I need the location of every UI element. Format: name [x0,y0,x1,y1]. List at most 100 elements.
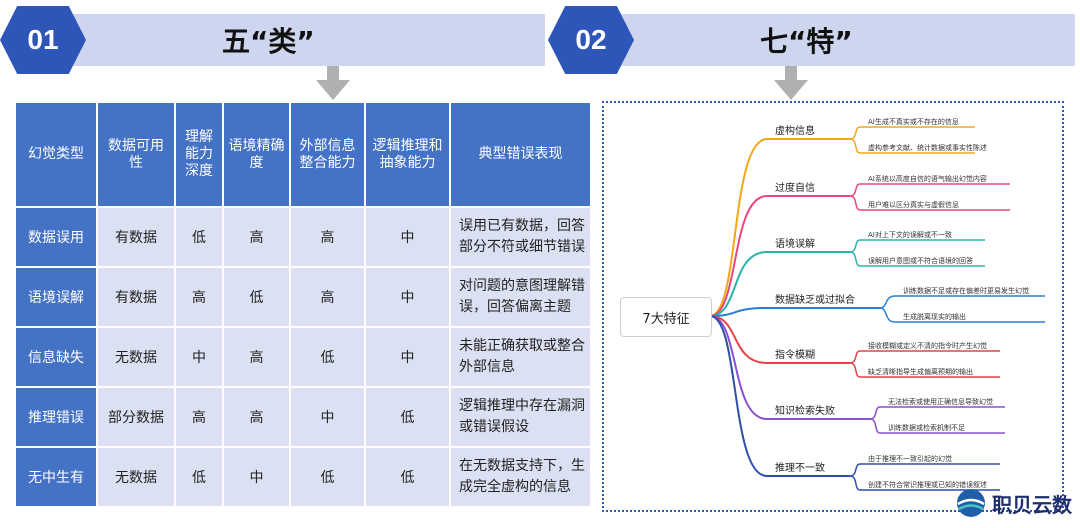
mindmap-leaf-label: 误解用户意图或不符合语境的回答 [868,256,973,265]
table-row: 数据误用 有数据 低 高 高 中 误用已有数据，回答部分不符或细节错误 [14,206,592,268]
table-cell: 高 [174,266,224,328]
table-cell: 低 [364,386,451,448]
table-cell: 低 [174,206,224,268]
brand-logo: 职贝云数 [954,488,1072,518]
logo-text: 职贝云数 [992,492,1072,517]
mindmap-leaf-connector [849,126,861,140]
mindmap-leaf-connector [849,138,861,154]
mindmap-leaf-label: 用户难以区分真实与虚假信息 [868,200,959,209]
section1-header-bar [40,14,545,66]
error-description-cell: 未能正确获取或整合外部信息 [449,326,592,388]
hallucination-type-table: 幻觉类型 数据可用性 理解能力深度 语境精确度 外部信息整合能力 逻辑推理和抽象… [14,101,592,508]
header-reasoning: 逻辑推理和抽象能力 [364,101,451,208]
section2-number-badge: 02 [548,6,634,74]
mindmap-leaf-label: 生成脱离现实的输出 [903,312,966,321]
table-row: 无中生有 无数据 低 中 低 低 在无数据支持下，生成完全虚构的信息 [14,446,592,508]
mindmap-branch-label: 指令模糊 [775,348,815,361]
header-data-availability: 数据可用性 [96,101,176,208]
mindmap-branch-line [709,307,768,317]
mindmap-leaf-connector [849,350,861,364]
mindmap-leaf-connector [849,239,861,253]
error-description-cell: 对问题的意图理解错误，回答偏离主题 [449,266,592,328]
mindmap-branch-line [709,251,768,317]
mindmap-branch-label: 语境误解 [775,237,815,250]
section1-title: 五“类” [222,25,315,58]
mindmap-leaf-label: AI对上下文的误解或不一致 [868,230,952,239]
mindmap-leaf-label: 训练数据不足或存在偏差时更易发生幻觉 [903,286,1029,295]
table-cell: 有数据 [96,266,176,328]
table-row: 语境误解 有数据 高 低 高 中 对问题的意图理解错误，回答偏离主题 [14,266,592,328]
table-cell: 无数据 [96,446,176,508]
table-cell: 高 [222,206,291,268]
table-cell: 中 [364,266,451,328]
mindmap-leaf-label: 创建不符合常识推理或已知的错误叙述 [868,480,987,489]
mindmap-leaf-connector [849,183,861,197]
mindmap-leaf-label: 由于推理不一致引起的幻觉 [868,454,952,463]
error-description-cell: 逻辑推理中存在漏洞或错误假设 [449,386,592,448]
table-cell: 低 [364,446,451,508]
table-cell: 中 [289,386,366,448]
mindmap-branch-line [709,195,768,317]
table-cell: 无数据 [96,326,176,388]
mindmap-leaf-label: 虚构参考文献、统计数据或事实性陈述 [868,143,987,152]
header-external-integration: 外部信息整合能力 [289,101,366,208]
error-description-cell: 在无数据支持下，生成完全虚构的信息 [449,446,592,508]
mindmap-leaf-label: 无法检索或使用正确信息导致幻觉 [888,397,993,406]
mindmap-branch-label: 数据缺乏或过拟合 [775,293,855,306]
mindmap-leaf-connector [879,295,896,309]
mindmap-leaf-connector [849,475,861,491]
table-cell: 低 [174,446,224,508]
down-arrow-icon [316,66,350,100]
table-cell: 高 [222,386,291,448]
table-cell: 中 [364,326,451,388]
mindmap-leaf-connector [849,195,861,211]
mindmap-branch-label: 过度自信 [775,181,815,194]
table-row: 推理错误 部分数据 高 高 中 低 逻辑推理中存在漏洞或错误假设 [14,386,592,448]
mindmap-leaf-connector [849,463,861,477]
table-cell: 低 [289,446,366,508]
table-cell: 高 [222,326,291,388]
error-description-cell: 误用已有数据，回答部分不符或细节错误 [449,206,592,268]
mindmap-leaf-label: AI系统以高度自信的语气输出幻觉内容 [868,174,987,183]
mindmap-leaf-label: 接收模糊或定义不清的指令时产生幻觉 [868,341,987,350]
table-cell: 高 [289,206,366,268]
mindmap-branch-line [709,315,768,364]
mindmap-leaf-connector [879,307,896,323]
mindmap-branch-label: 虚构信息 [775,124,815,137]
mindmap-branch-label: 推理不一致 [775,461,825,474]
table-row: 信息缺失 无数据 中 高 低 中 未能正确获取或整合外部信息 [14,326,592,388]
table-cell: 低 [289,326,366,388]
mindmap-leaf-label: AI生成不真实或不存在的信息 [868,117,959,126]
row-type-cell: 语境误解 [14,266,98,328]
table-cell: 低 [222,266,291,328]
mindmap-leaf-connector [869,406,881,420]
table-cell: 有数据 [96,206,176,268]
table-cell: 高 [174,386,224,448]
header-context-precision: 语境精确度 [222,101,291,208]
table-cell: 中 [364,206,451,268]
mindmap-branch-line [709,315,768,420]
table-cell: 中 [222,446,291,508]
mindmap-leaf-label: 训练数据或检索机制不足 [888,423,965,432]
row-type-cell: 无中生有 [14,446,98,508]
table-cell: 中 [174,326,224,388]
table-cell: 部分数据 [96,386,176,448]
table-header-row: 幻觉类型 数据可用性 理解能力深度 语境精确度 外部信息整合能力 逻辑推理和抽象… [14,101,592,208]
row-type-cell: 推理错误 [14,386,98,448]
header-type: 幻觉类型 [14,101,98,208]
row-type-cell: 数据误用 [14,206,98,268]
header-typical-error: 典型错误表现 [449,101,592,208]
section2-header-bar [590,14,1075,66]
row-type-cell: 信息缺失 [14,326,98,388]
section2-title: 七“特” [760,25,853,58]
down-arrow-icon [774,66,808,100]
header-understanding-depth: 理解能力深度 [174,101,224,208]
mindmap-branch-line [709,315,768,477]
mindmap-branch-label: 知识检索失败 [775,404,835,417]
globe-logo-icon [957,489,985,517]
mindmap-leaf-connector [849,251,861,267]
mindmap-leaf-connector [849,362,861,378]
mindmap-branch-line [709,138,768,317]
section1-number-badge: 01 [0,6,86,74]
